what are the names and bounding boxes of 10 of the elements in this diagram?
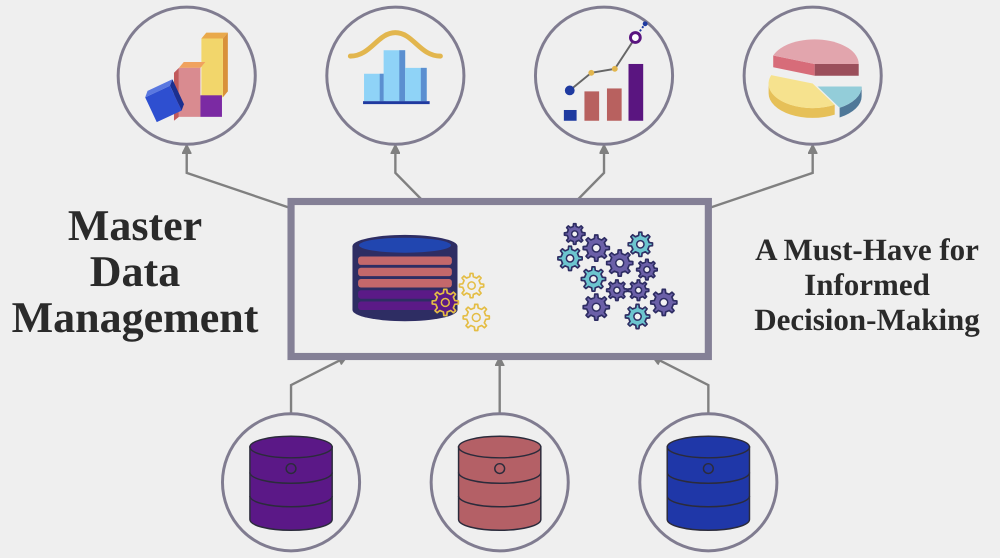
node-box bbox=[288, 198, 712, 360]
node-circle bbox=[221, 412, 362, 552]
node-circle bbox=[116, 6, 258, 146]
node-circle bbox=[742, 6, 884, 146]
node-circle bbox=[638, 412, 779, 552]
node-circle bbox=[326, 6, 466, 146]
subtitle: A Must-Have for Informed Decision-Making bbox=[753, 232, 981, 338]
title: Master Data Management bbox=[10, 203, 260, 342]
node-circle bbox=[534, 6, 674, 146]
node-circle bbox=[430, 412, 570, 552]
